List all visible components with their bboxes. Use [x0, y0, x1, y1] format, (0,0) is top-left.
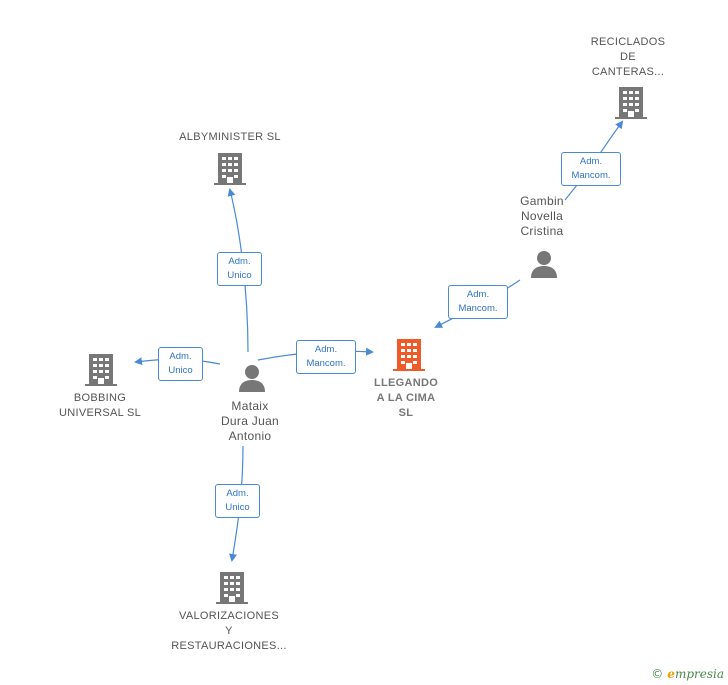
node-label-line: Cristina [520, 224, 564, 238]
edge-label-mataix-valorizaciones: Adm. Unico [215, 484, 260, 518]
building-icon-center[interactable] [393, 337, 425, 371]
edge-label-gambin-reciclados: Adm. Mancom. [561, 152, 621, 186]
edge-label-line: Unico [225, 502, 250, 513]
node-label-line: Dura Juan [220, 414, 280, 428]
node-label-line: Novella [520, 209, 564, 223]
node-label-mataix[interactable]: Mataix Dura Juan Antonio [198, 399, 302, 444]
node-label-line: Y [225, 625, 233, 637]
edge-label-line: Adm. [314, 344, 338, 355]
brand-initial: e [667, 667, 675, 681]
node-label-line: VALORIZACIONES [179, 610, 279, 622]
person-icon-mataix[interactable] [236, 362, 268, 394]
copyright-icon: © [651, 667, 664, 681]
node-label-line: DE [620, 51, 636, 63]
edge-label-line: Unico [168, 365, 193, 376]
node-label-line: RESTAURACIONES... [171, 640, 287, 652]
node-label-line: CANTERAS... [591, 66, 665, 78]
brand-name: mpresia [674, 667, 724, 681]
building-icon-albyminister[interactable] [214, 151, 246, 185]
edge-label-line: Adm. [466, 289, 490, 300]
node-label-center[interactable]: LLEGANDO A LA CIMA SL [356, 376, 456, 421]
node-label-line: BOBBING [73, 392, 127, 404]
node-label-line: Mataix [231, 399, 269, 413]
node-label-albyminister[interactable]: ALBYMINISTER SL [160, 130, 300, 145]
node-label-line: LLEGANDO [373, 377, 439, 389]
edge-label-line: Mancom. [306, 358, 346, 369]
brand-logo: ©empresia [651, 667, 724, 681]
edge-label-line: Mancom. [571, 170, 611, 181]
node-label-valorizaciones[interactable]: VALORIZACIONES Y RESTAURACIONES... [159, 609, 299, 654]
node-label-gambin[interactable]: Gambin Novella Cristina [502, 194, 582, 239]
edge-label-line: Adm. [169, 351, 192, 362]
edge-label-line: Adm. [228, 256, 251, 267]
node-label-line: ALBYMINISTER SL [179, 131, 281, 143]
building-icon-valorizaciones[interactable] [216, 570, 248, 604]
node-label-line: A LA CIMA [376, 392, 436, 404]
person-icon-gambin[interactable] [528, 248, 560, 280]
node-label-line: Gambin [520, 194, 564, 208]
node-label-line: RECICLADOS [590, 36, 666, 48]
edge-label-mataix-center: Adm. Mancom. [296, 340, 356, 374]
edge-label-line: Adm. [226, 488, 249, 499]
building-icon-reciclados[interactable] [615, 85, 647, 119]
node-label-line: Antonio [228, 429, 272, 443]
edge-label-line: Mancom. [458, 303, 498, 314]
building-icon-bobbing[interactable] [85, 352, 117, 386]
edge-label-line: Unico [227, 270, 252, 281]
node-label-reciclados[interactable]: RECICLADOS DE CANTERAS... [578, 35, 678, 80]
node-label-line: SL [398, 407, 414, 419]
edge-label-mataix-albyminister: Adm. Unico [217, 252, 262, 286]
node-label-bobbing[interactable]: BOBBING UNIVERSAL SL [40, 391, 160, 421]
edge-label-mataix-bobbing: Adm. Unico [158, 347, 203, 381]
edge-label-line: Adm. [579, 156, 603, 167]
node-label-line: UNIVERSAL SL [58, 407, 142, 419]
edge-label-gambin-center: Adm. Mancom. [448, 285, 508, 319]
